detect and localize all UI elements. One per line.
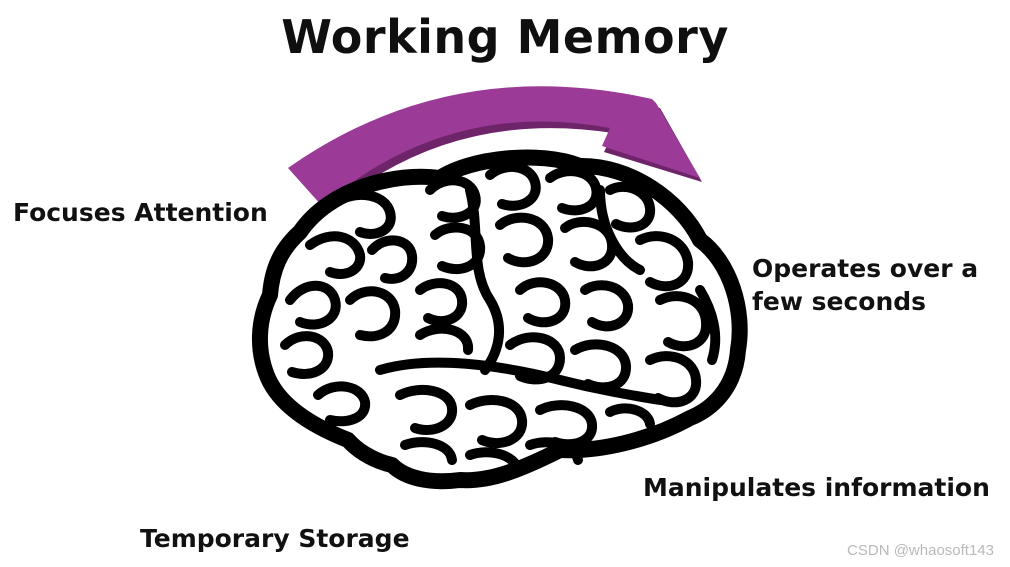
- label-operates-over-few-seconds: Operates over a few seconds: [752, 252, 978, 318]
- brain-icon: [252, 149, 748, 490]
- label-operates-line2: few seconds: [752, 287, 927, 316]
- diagram-title: Working Memory: [281, 10, 729, 64]
- label-focuses-attention: Focuses Attention: [13, 198, 268, 227]
- brain-folds: [280, 162, 721, 475]
- label-operates-line1: Operates over a: [752, 254, 979, 283]
- curved-arrow-icon: [288, 86, 702, 210]
- label-temporary-storage: Temporary Storage: [140, 524, 410, 553]
- watermark-text: CSDN @whaosoft143: [847, 542, 994, 559]
- arrow-body: [288, 86, 700, 206]
- label-manipulates-information: Manipulates information: [643, 473, 990, 502]
